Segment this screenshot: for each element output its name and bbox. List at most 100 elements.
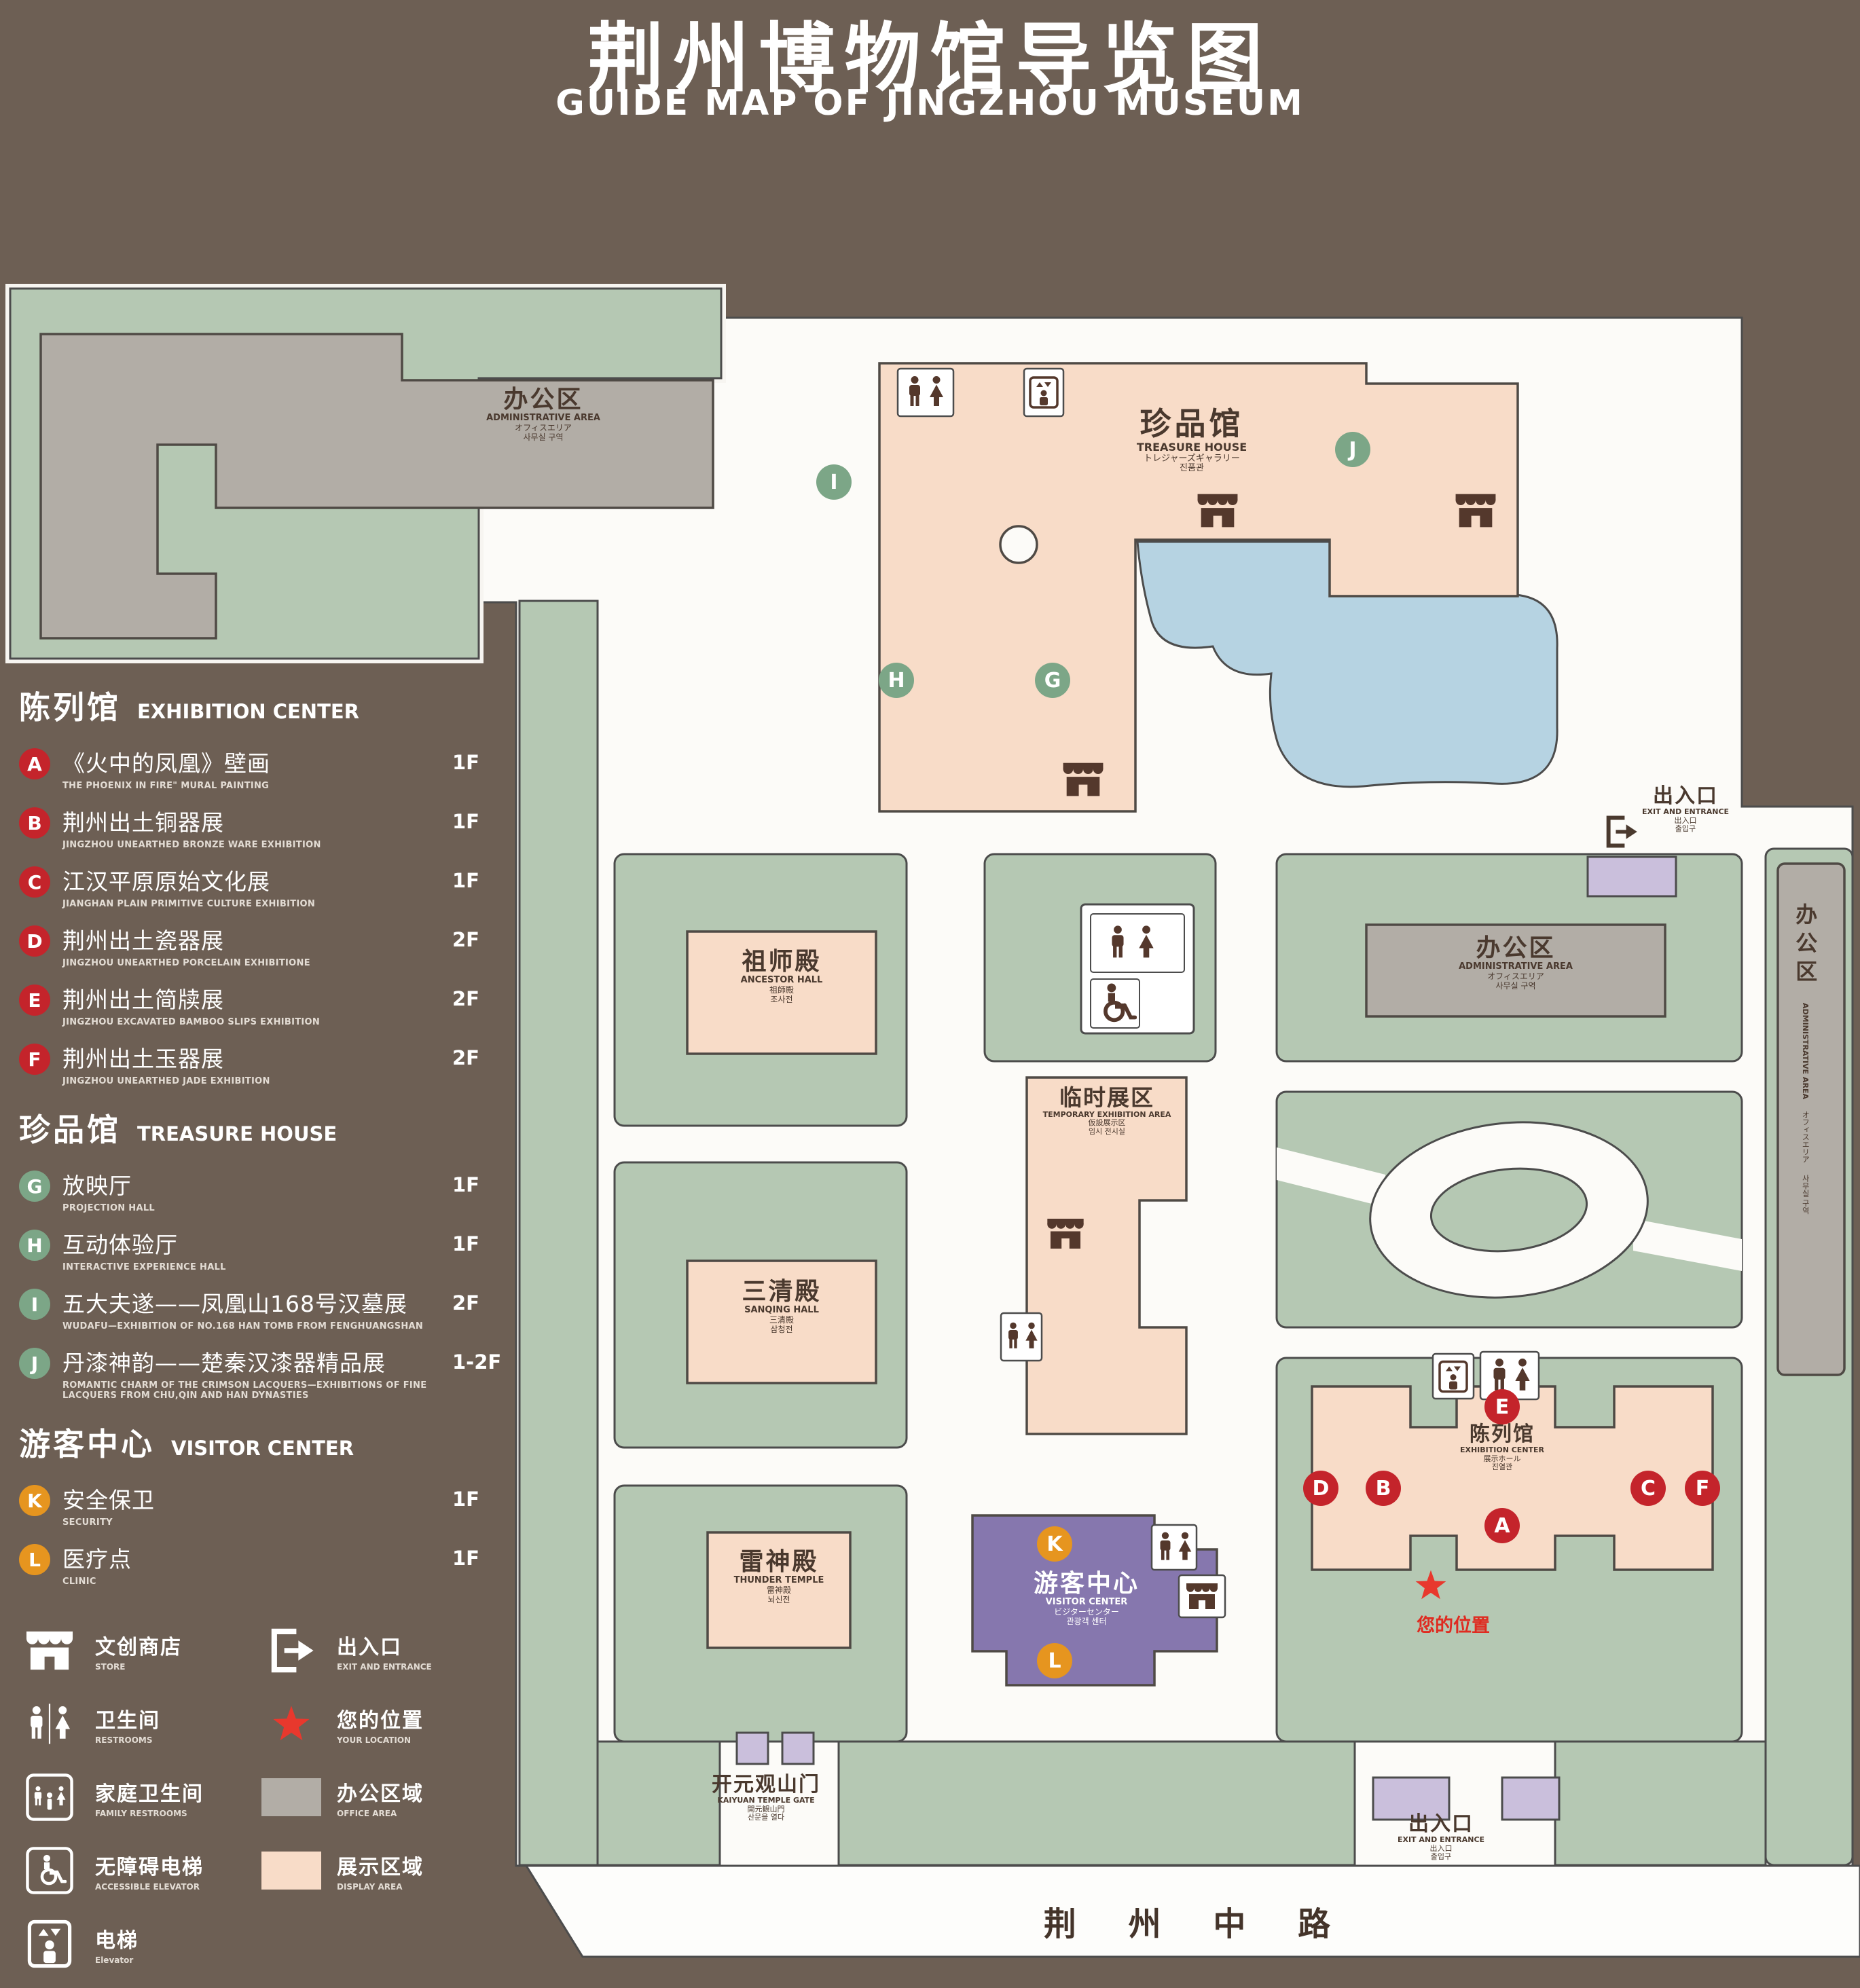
family-restrooms-icon — [24, 1772, 75, 1822]
label-thunder-temple: 雷神殿 THUNDER TEMPLE 雷神殿 뇌신전 — [733, 1548, 824, 1604]
treasure-house-building — [878, 362, 1519, 813]
pond — [1136, 540, 1558, 788]
ancestor-hall-building — [686, 930, 877, 1055]
map-marker-h: H — [879, 663, 914, 698]
admin-building-side — [1776, 862, 1846, 1376]
temporary-exhibition-building — [1025, 1076, 1188, 1435]
store-icon — [24, 1625, 75, 1676]
label-exhibition-center: 陈列馆 EXHIBITION CENTER 展示ホール 진열관 — [1459, 1422, 1545, 1472]
elevator-icon — [24, 1919, 75, 1969]
garden-paths — [1277, 1121, 1742, 1299]
admin-building-northwest — [39, 333, 714, 640]
map-marker-e: E — [1484, 1389, 1520, 1424]
road-name: 荆 州 中 路 — [1043, 1905, 1351, 1943]
location-star-icon — [266, 1699, 316, 1749]
legend-section-treasure-header: 珍品馆 TREASURE HOUSE — [19, 1111, 338, 1148]
map-marker-j: J — [1335, 432, 1370, 467]
marker-badge-b: B — [19, 807, 50, 839]
marker-badge-l: L — [19, 1544, 50, 1575]
map-marker-a: A — [1484, 1508, 1520, 1543]
floor-badge: 2F — [452, 928, 479, 951]
exhibition-center-building — [1311, 1385, 1714, 1571]
exit-icon — [266, 1625, 316, 1676]
label-admin-area-side: 办公区 ADMINISTRATIVE AREA オフィスエリア 사무실 구역 — [1792, 903, 1819, 1215]
label-admin-area-east: 办公区 ADMINISTRATIVE AREA オフィスエリア 사무실 구역 — [1459, 934, 1573, 991]
facility-icons — [896, 367, 1637, 1619]
label-temporary-exhibition: 临时展区 TEMPORARY EXHIBITION AREA 仮設展示区 임시 … — [1042, 1084, 1171, 1136]
label-ancestor-hall: 祖师殿 ANCESTOR HALL 祖師殿 조사전 — [740, 948, 823, 1004]
label-kaiyuan-gate: 开元观山门 KAIYUAN TEMPLE GATE 開元観山門 산문을 열다 — [712, 1773, 820, 1822]
page-title: 荆州博物馆导览图 — [587, 15, 1273, 103]
restrooms-icon — [24, 1699, 75, 1749]
map-marker-i: I — [816, 464, 852, 500]
legend-section-visitor-header: 游客中心 VISITOR CENTER — [19, 1426, 354, 1462]
marker-badge-d: D — [19, 925, 50, 957]
floor-badge: 1F — [452, 869, 479, 892]
label-exit-northeast: 出入口 EXIT AND ENTRANCE 出入口 출입구 — [1641, 784, 1730, 834]
floor-badge: 1F — [452, 810, 479, 833]
floor-badge: 2F — [452, 1291, 479, 1314]
label-admin-area-northwest: 办公区 ADMINISTRATIVE AREA オフィスエリア 사무실 구역 — [486, 386, 600, 442]
map-marker-g: G — [1035, 663, 1070, 698]
map-marker-l: L — [1037, 1643, 1072, 1678]
floor-badge: 2F — [452, 1046, 479, 1069]
marker-badge-k: K — [19, 1485, 50, 1516]
marker-badge-f: F — [19, 1044, 50, 1075]
label-visitor-center: 游客中心 VISITOR CENTER ビジターセンター 관광객 센터 — [1033, 1570, 1140, 1626]
floor-badge: 1-2F — [452, 1350, 502, 1374]
pavilion-circle — [999, 525, 1038, 564]
marker-badge-e: E — [19, 984, 50, 1016]
office-area-swatch — [261, 1778, 321, 1816]
admin-building-east — [1365, 923, 1666, 1018]
legend-section-exhibition-header: 陈列馆 EXHIBITION CENTER — [19, 689, 360, 726]
floor-badge: 1F — [452, 1232, 479, 1255]
map-marker-c: C — [1630, 1471, 1666, 1506]
label-sanqing-hall: 三清殿 SANQING HALL 三清殿 삼청전 — [742, 1278, 822, 1334]
thunder-temple-building — [706, 1531, 852, 1649]
floor-badge: 1F — [452, 1488, 479, 1511]
label-exit-south: 出入口 EXIT AND ENTRANCE 出入口 출입구 — [1397, 1812, 1485, 1862]
map-marker-b: B — [1366, 1471, 1401, 1506]
marker-badge-j: J — [19, 1348, 50, 1379]
marker-badge-c: C — [19, 866, 50, 898]
floor-badge: 2F — [452, 987, 479, 1010]
marker-badge-h: H — [19, 1230, 50, 1261]
sanqing-hall-building — [686, 1259, 877, 1384]
marker-badge-g: G — [19, 1171, 50, 1202]
display-area-swatch — [261, 1852, 321, 1890]
page-subtitle: GUIDE MAP OF JINGZHOU MUSEUM — [555, 83, 1305, 124]
floor-badge: 1F — [452, 751, 479, 774]
label-treasure-house: 珍品馆 TREASURE HOUSE トレジャーズギャラリー 진품관 — [1136, 405, 1247, 474]
accessible-elevator-icon — [24, 1845, 75, 1896]
map-marker-d: D — [1303, 1471, 1338, 1506]
marker-badge-a: A — [19, 748, 50, 779]
floor-badge: 1F — [452, 1173, 479, 1196]
map-marker-k: K — [1037, 1526, 1072, 1562]
floor-badge: 1F — [452, 1547, 479, 1570]
